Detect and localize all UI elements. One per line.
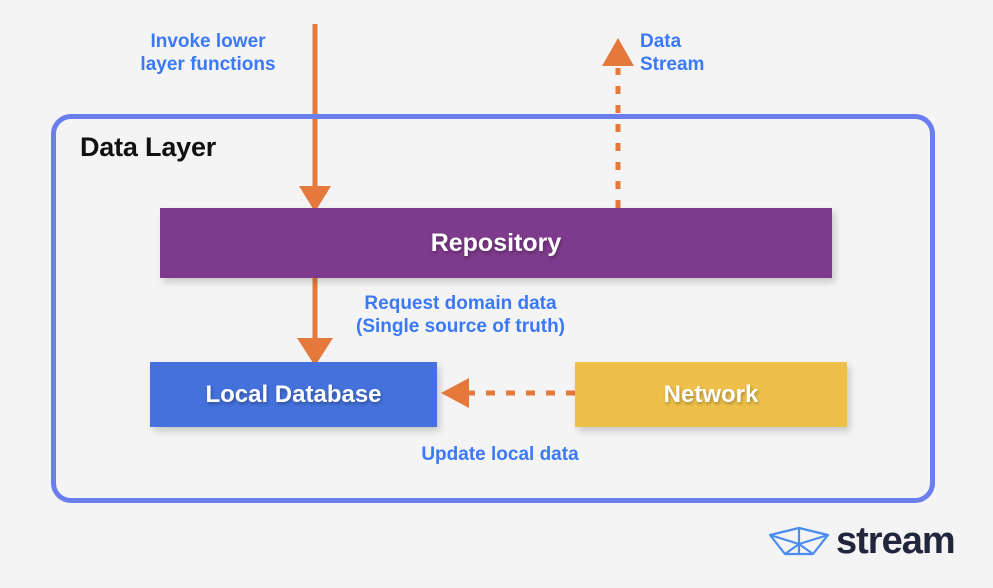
local-database-label: Local Database [205, 380, 382, 408]
paper-boat-icon [768, 526, 830, 556]
stream-wordmark: stream [836, 520, 956, 562]
local-database-block[interactable]: Local Database [150, 362, 437, 427]
invoke-annotation: Invoke lower layer functions [140, 31, 276, 76]
data-layer-frame [51, 114, 935, 503]
repository-label: Repository [430, 228, 562, 257]
data-stream-annotation: Data Stream [640, 31, 705, 76]
repository-block[interactable]: Repository [160, 208, 832, 278]
data-layer-title: Data Layer [80, 132, 217, 162]
network-label: Network [663, 380, 759, 408]
stream-logo: stream [768, 520, 956, 562]
network-block[interactable]: Network [575, 362, 847, 427]
request-annotation: Request domain data (Single source of tr… [356, 293, 565, 338]
update-annotation: Update local data [421, 444, 579, 465]
